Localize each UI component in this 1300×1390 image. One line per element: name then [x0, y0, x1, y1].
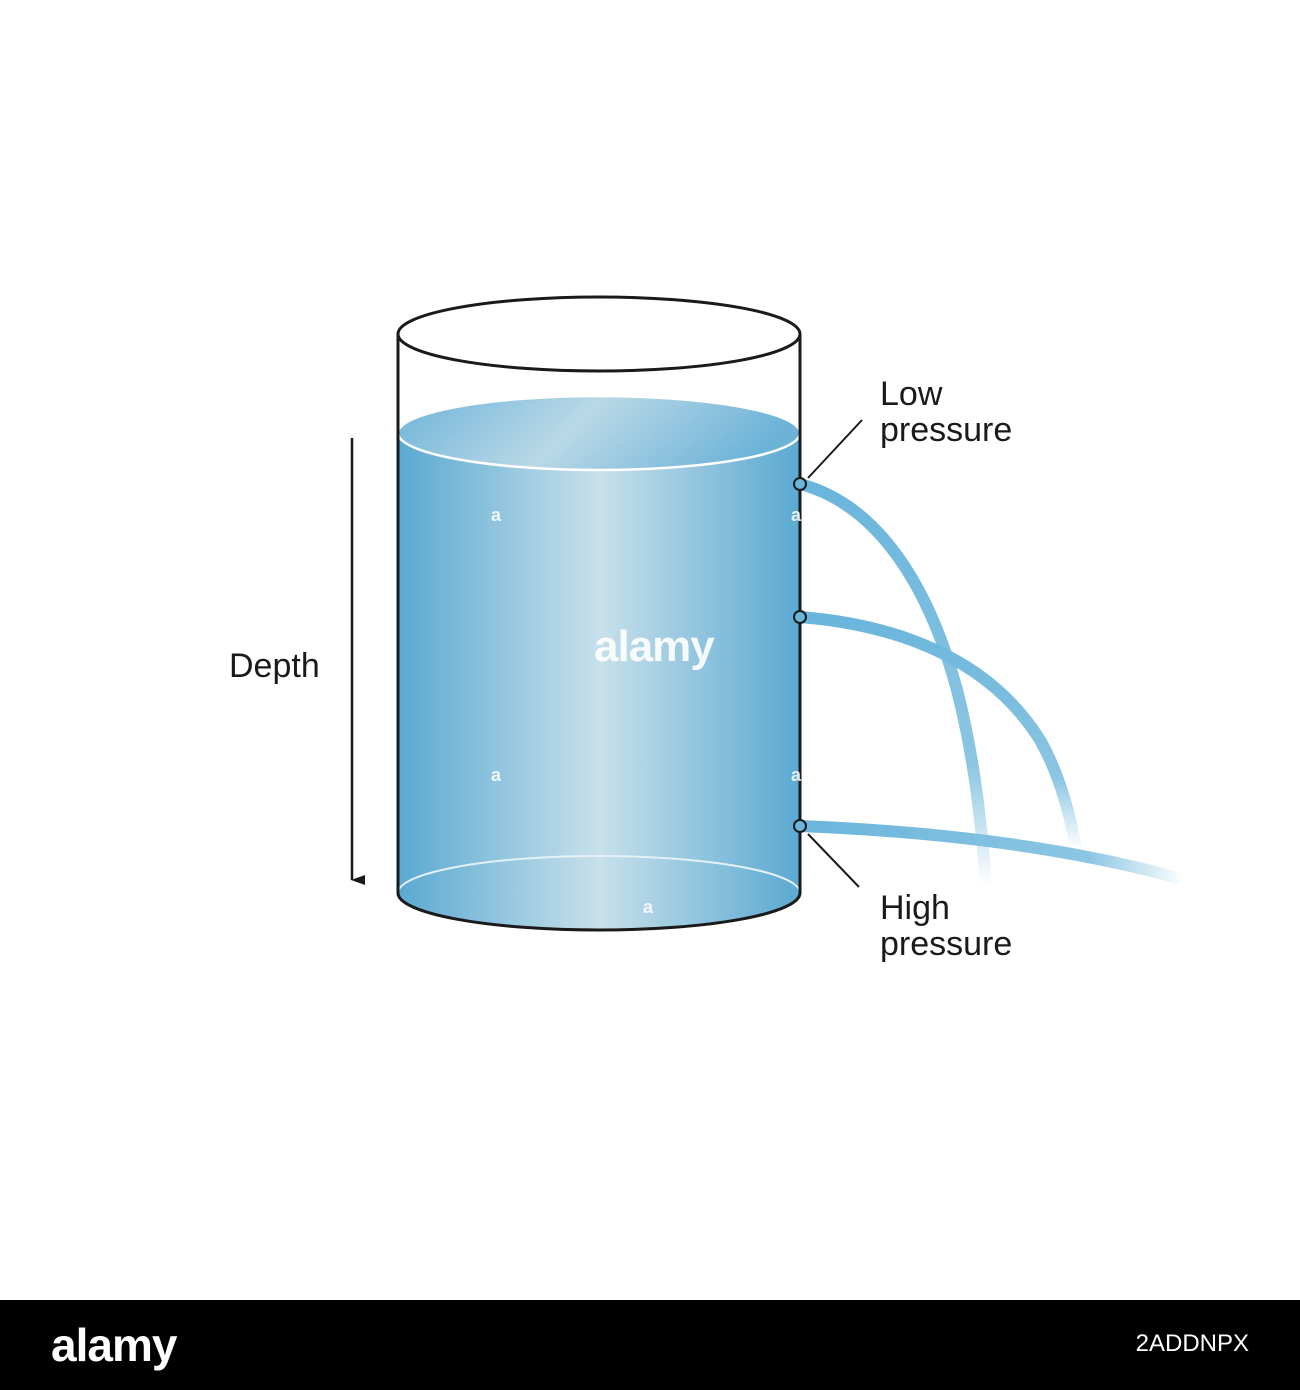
water-body	[398, 433, 800, 930]
tank-rim	[396, 295, 802, 373]
jet-bottom	[794, 820, 1191, 886]
hole-top	[793, 477, 807, 491]
low-pressure-text: Low pressure	[880, 375, 1013, 449]
footer-image-id: 2ADDNPX	[1135, 1330, 1249, 1357]
hole-middle	[793, 610, 807, 624]
hole-bottom	[793, 819, 807, 833]
pressure-depth-diagram	[350, 295, 1191, 932]
watermark-mark: a	[491, 505, 502, 525]
depth-label: Depth	[229, 647, 320, 685]
low-pressure-label: Low pressure	[880, 376, 1012, 448]
water-surface	[396, 394, 802, 472]
jet-top	[794, 478, 992, 891]
tank-base-back	[397, 855, 801, 894]
watermark-mark: a	[791, 505, 802, 525]
high-pressure-text: High pressure	[880, 889, 1013, 963]
watermark-mark: a	[791, 765, 802, 785]
high-pressure-leader	[807, 833, 860, 888]
footer-logo: alamy	[51, 1319, 177, 1371]
low-pressure-leader	[807, 419, 863, 479]
jet-middle	[794, 611, 1082, 854]
watermark-mark: a	[643, 897, 654, 917]
watermark-logo: alamy	[594, 622, 715, 671]
tank-base	[396, 892, 802, 932]
high-pressure-label: High pressure	[880, 890, 1012, 962]
footer-bar: alamy 2ADDNPX	[0, 1300, 1300, 1390]
watermark-mark: a	[491, 765, 502, 785]
